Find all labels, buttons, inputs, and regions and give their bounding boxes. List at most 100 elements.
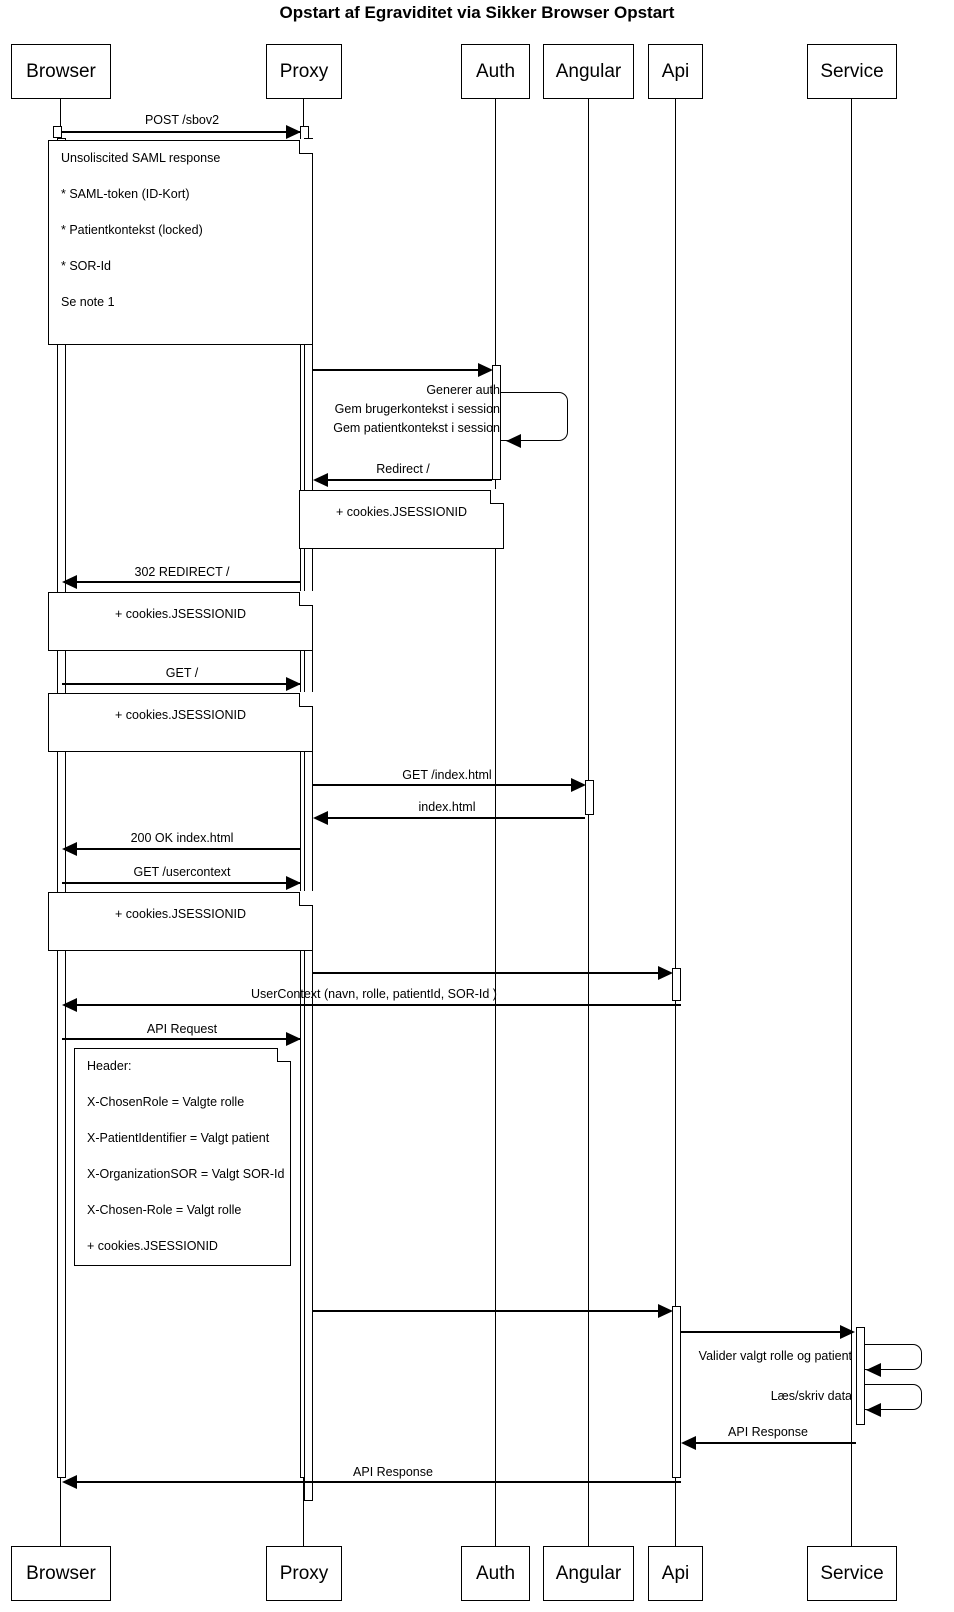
activation-browser-1 xyxy=(53,126,62,138)
note-jsessionid-usercontext: + cookies.JSESSIONID xyxy=(48,890,313,951)
message-label-redirect: Redirect / xyxy=(376,462,430,476)
arrowhead-api-request xyxy=(286,1032,301,1046)
participant-angular-bottom[interactable]: Angular xyxy=(543,1546,634,1601)
note-fold-icon xyxy=(298,890,313,906)
arrowhead-api-response-service xyxy=(681,1436,696,1450)
note-line: X-ChosenRole = Valgte rolle xyxy=(87,1095,245,1109)
arrowhead-auth-selfloop xyxy=(506,434,521,448)
arrowhead-redirect xyxy=(313,473,328,487)
participant-label: Service xyxy=(820,61,884,82)
participant-api-bottom[interactable]: Api xyxy=(648,1546,703,1601)
participant-browser-top[interactable]: Browser xyxy=(11,44,111,99)
message-label-get-root: GET / xyxy=(165,666,199,680)
arrowhead-proxy-auth xyxy=(478,363,493,377)
message-label-api-request: API Request xyxy=(146,1022,218,1036)
participant-label: Browser xyxy=(26,61,96,82)
message-label-302-redirect: 302 REDIRECT / xyxy=(134,565,230,579)
arrowhead-get-usercontext xyxy=(286,876,301,890)
arrowhead-proxy-api-2 xyxy=(658,1304,673,1318)
note-line: + cookies.JSESSIONID xyxy=(336,505,467,519)
selfloop-service-2 xyxy=(864,1384,922,1410)
note-line: Se note 1 xyxy=(61,295,115,309)
note-line: * SAML-token (ID-Kort) xyxy=(61,187,190,201)
note-fold-icon xyxy=(276,1046,291,1062)
note-line: + cookies.JSESSIONID xyxy=(115,907,246,921)
activation-service-1 xyxy=(856,1327,865,1425)
message-label-laes-skriv-data: Læs/skriv data xyxy=(770,1389,852,1403)
participant-label: Auth xyxy=(475,61,516,82)
note-jsessionid-302: + cookies.JSESSIONID xyxy=(48,590,313,651)
arrowhead-proxy-api-1 xyxy=(658,966,673,980)
message-line-post-sbov2 xyxy=(62,131,300,133)
arrowhead-get-index xyxy=(571,778,586,792)
message-line-get-root xyxy=(62,683,300,685)
participant-label: Service xyxy=(820,1563,884,1584)
participant-label: Api xyxy=(661,61,690,82)
lifeline-auth xyxy=(495,99,497,1546)
lifeline-service xyxy=(851,99,853,1546)
message-line-200-ok xyxy=(72,848,300,850)
message-line-proxy-api-2 xyxy=(313,1310,665,1312)
note-fold-icon xyxy=(489,488,504,504)
diagram-title: Opstart af Egraviditet via Sikker Browse… xyxy=(279,3,675,22)
activation-browser-2 xyxy=(57,138,66,1478)
activation-api-2 xyxy=(672,1306,681,1478)
message-label-api-response-browser: API Response xyxy=(353,1465,433,1479)
participant-label: Proxy xyxy=(279,61,329,82)
message-label-usercontext-response: UserContext (navn, rolle, patientId, SOR… xyxy=(251,987,497,1001)
message-label-valider-rolle: Valider valgt rolle og patient xyxy=(698,1349,852,1363)
note-line: Header: xyxy=(87,1059,132,1073)
note-line: X-Chosen-Role = Valgt rolle xyxy=(87,1203,242,1217)
arrowhead-service-selfloop-2 xyxy=(866,1403,881,1417)
arrowhead-post-sbov2 xyxy=(286,125,301,139)
message-label-generer-auth: Generer auth xyxy=(426,383,500,397)
selfloop-service-1 xyxy=(864,1344,922,1370)
participant-auth-bottom[interactable]: Auth xyxy=(461,1546,530,1601)
note-fold-icon xyxy=(298,138,313,154)
activation-angular-1 xyxy=(585,780,594,815)
participant-browser-bottom[interactable]: Browser xyxy=(11,1546,111,1601)
message-line-api-response-service xyxy=(691,1442,856,1444)
message-label-get-index: GET /index.html xyxy=(402,768,492,782)
message-line-api-response-browser xyxy=(72,1481,681,1483)
participant-label: Auth xyxy=(475,1563,516,1584)
participant-auth-top[interactable]: Auth xyxy=(461,44,530,99)
message-label-index-html: index.html xyxy=(418,800,476,814)
message-line-api-service xyxy=(681,1331,846,1333)
message-label-post-sbov2: POST /sbov2 xyxy=(144,113,220,127)
arrowhead-200-ok xyxy=(62,842,77,856)
message-label-gem-brugerkontekst: Gem brugerkontekst i session xyxy=(334,402,500,416)
participant-api-top[interactable]: Api xyxy=(648,44,703,99)
note-fold-icon xyxy=(298,590,313,606)
message-line-index-html xyxy=(319,817,585,819)
participant-service-top[interactable]: Service xyxy=(807,44,897,99)
activation-api-1 xyxy=(672,968,681,1001)
participant-label: Proxy xyxy=(279,1563,329,1584)
note-fold-icon xyxy=(298,691,313,707)
arrowhead-index-html xyxy=(313,811,328,825)
message-line-get-index xyxy=(313,784,578,786)
message-line-302-redirect xyxy=(72,581,300,583)
note-jsessionid-get-root: + cookies.JSESSIONID xyxy=(48,691,313,752)
message-line-proxy-auth xyxy=(313,369,485,371)
participant-proxy-bottom[interactable]: Proxy xyxy=(266,1546,342,1601)
arrowhead-api-service xyxy=(840,1325,855,1339)
arrowhead-service-selfloop-1 xyxy=(866,1363,881,1377)
note-line: * SOR-Id xyxy=(61,259,112,273)
participant-proxy-top[interactable]: Proxy xyxy=(266,44,342,99)
note-saml-response: Unsoliscited SAML response * SAML-token … xyxy=(48,138,313,345)
participant-label: Angular xyxy=(555,1563,622,1584)
arrowhead-302-redirect xyxy=(62,575,77,589)
note-line: X-PatientIdentifier = Valgt patient xyxy=(87,1131,270,1145)
participant-service-bottom[interactable]: Service xyxy=(807,1546,897,1601)
participant-angular-top[interactable]: Angular xyxy=(543,44,634,99)
arrowhead-get-root xyxy=(286,677,301,691)
message-line-redirect xyxy=(319,479,492,481)
note-api-request-header: Header: X-ChosenRole = Valgte rolle X-Pa… xyxy=(74,1046,291,1266)
note-line: + cookies.JSESSIONID xyxy=(115,607,246,621)
arrowhead-usercontext-response xyxy=(62,998,77,1012)
message-line-get-usercontext xyxy=(62,882,300,884)
message-label-api-response-service: API Response xyxy=(728,1425,808,1439)
note-line: + cookies.JSESSIONID xyxy=(115,708,246,722)
